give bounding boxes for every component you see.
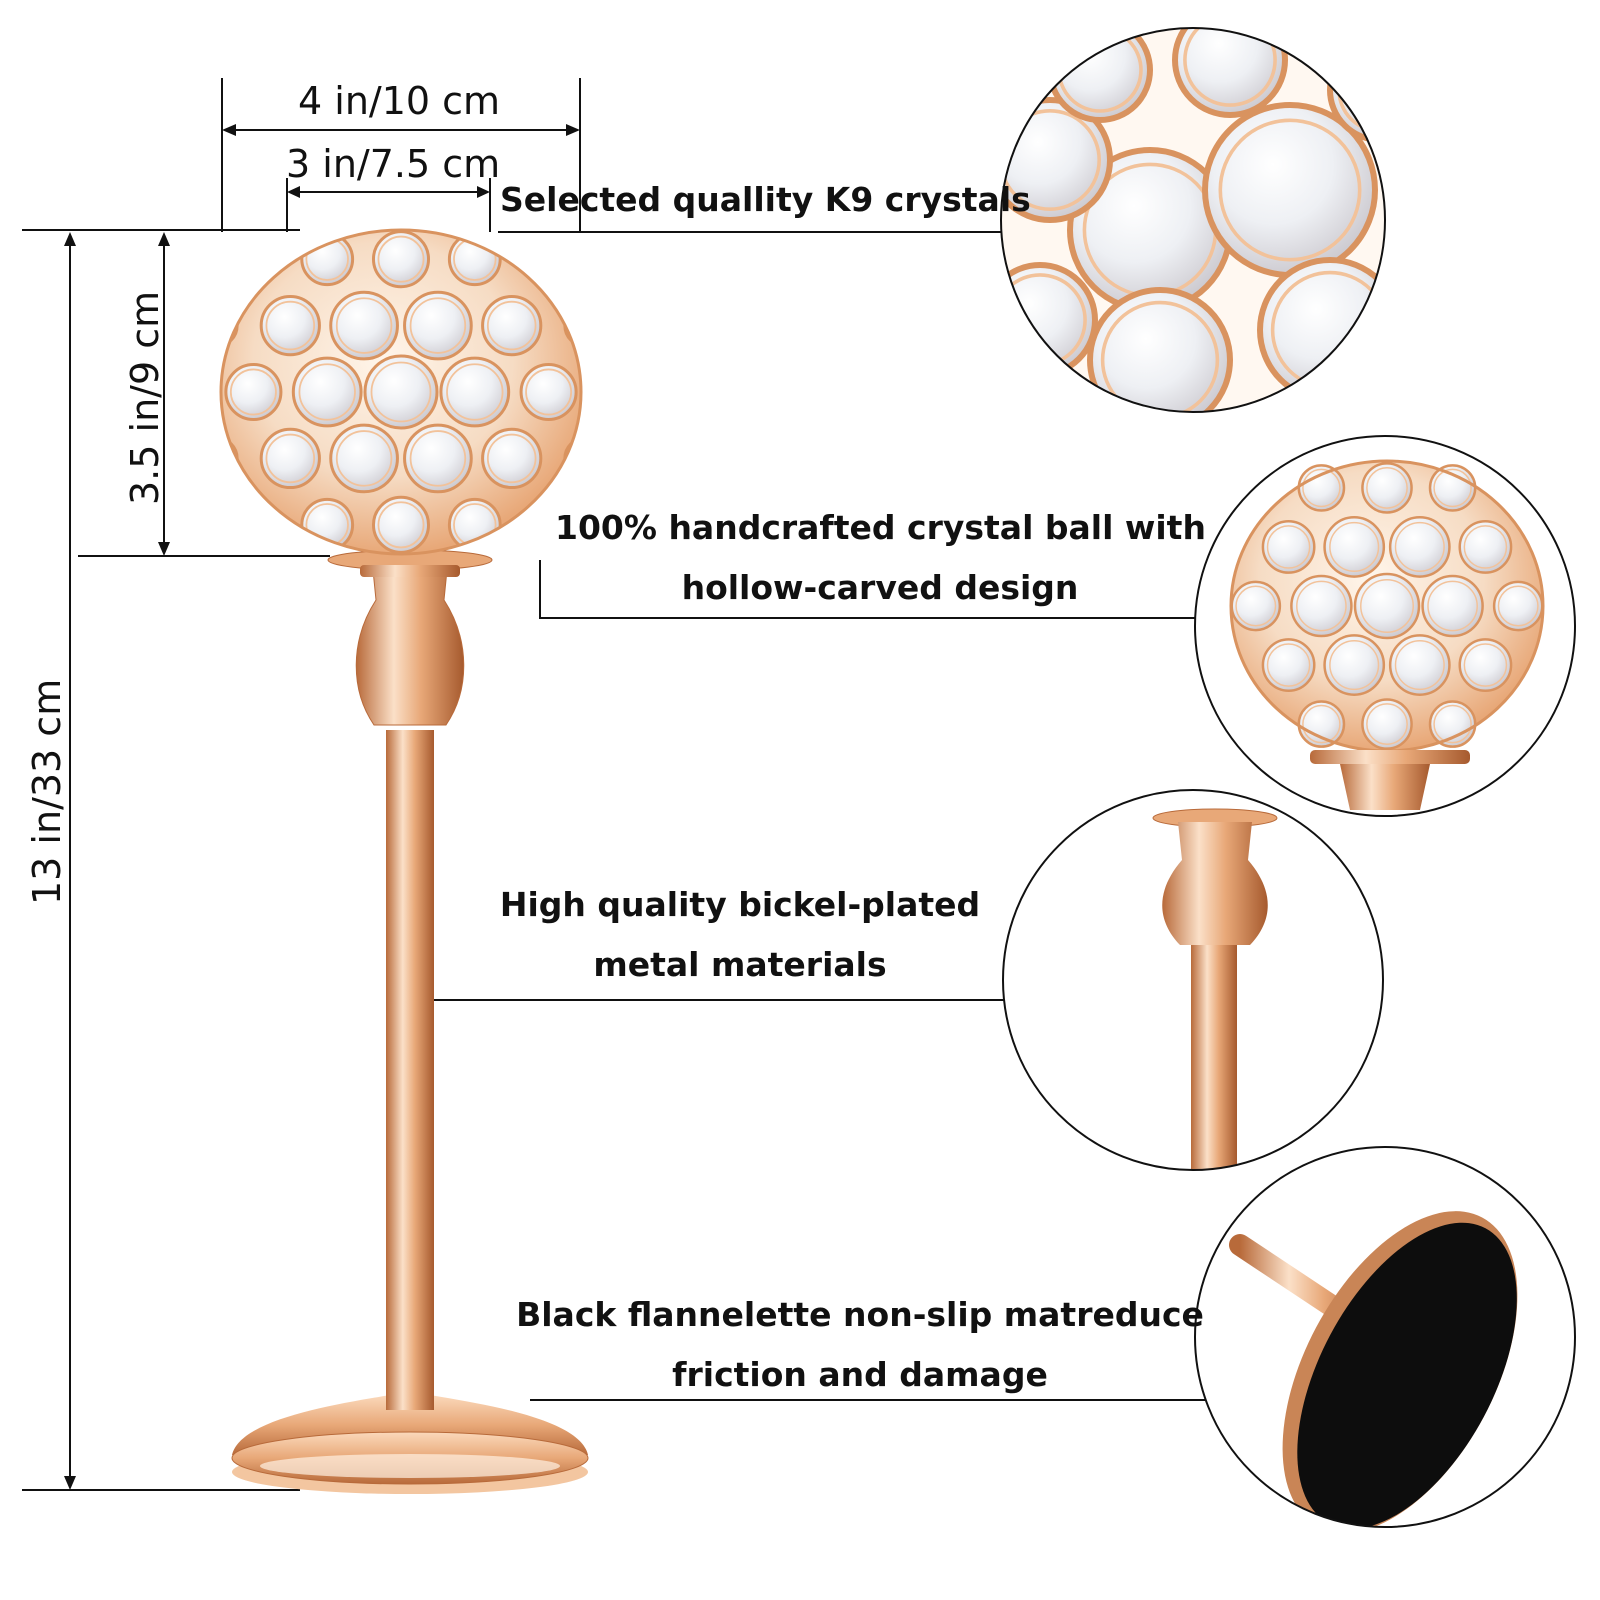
dimension-lines [22,78,581,1491]
detail-circle-crystal-ball [1194,435,1576,817]
candle-holder-illustration [219,228,589,1494]
feature-base: Black flannelette non-slip matreduce fri… [515,1285,1205,1405]
detail-circle-base [1194,1146,1576,1528]
feature-line: 100% handcrafted crystal ball with [555,508,1206,547]
feature-line: friction and damage [672,1355,1048,1394]
feature-crystals: Selected quallity K9 crystals [500,170,1031,230]
feature-crystal-ball: 100% handcrafted crystal ball with hollo… [555,498,1206,618]
feature-line: Selected quallity K9 crystals [500,180,1031,219]
feature-metal: High quality bickel-plated metal materia… [480,875,1000,995]
feature-line: High quality bickel-plated [499,885,981,924]
bowl-height-label: 3.5 in/9 cm [123,290,167,505]
outer-width-label: 4 in/10 cm [298,79,501,123]
inner-width-label: 3 in/7.5 cm [286,142,501,186]
detail-circle-stem [1002,789,1384,1171]
detail-circle-crystals [1000,27,1386,413]
total-height-label: 13 in/33 cm [25,678,69,905]
leader-lines [426,231,1215,1401]
feature-line: metal materials [593,945,887,984]
feature-line: hollow-carved design [681,568,1079,607]
feature-line: Black flannelette non-slip matreduce [516,1295,1204,1334]
